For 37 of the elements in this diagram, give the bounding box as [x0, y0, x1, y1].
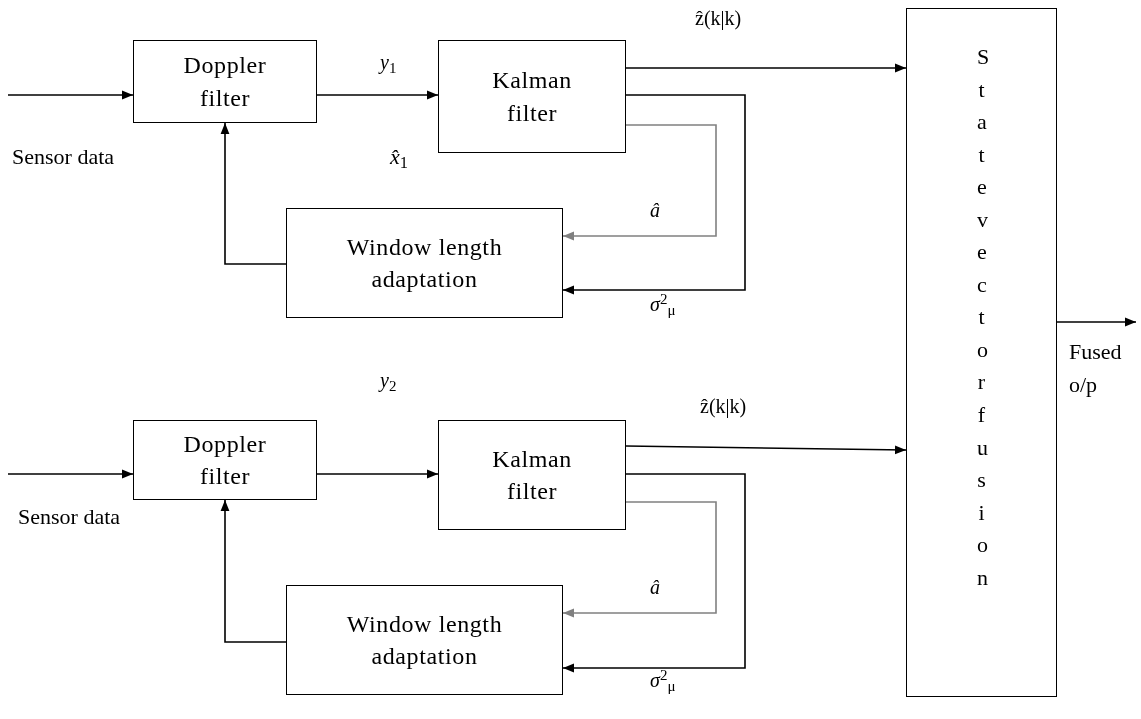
arrow [316, 469, 439, 479]
box-label: Doppler filter [182, 429, 268, 491]
arrow [562, 501, 717, 618]
process-box [438, 420, 626, 530]
arrow [562, 473, 746, 673]
arrow [220, 122, 287, 265]
arrow [625, 445, 907, 455]
box-label: Kalman filter [491, 444, 573, 506]
text-label: Sensor data [12, 143, 116, 171]
edge-label: â [650, 200, 660, 220]
process-box [906, 8, 1057, 697]
text-label: x̂$_{1}$ [390, 143, 409, 173]
arrow [562, 124, 717, 241]
box-label: Kalman filter [491, 66, 573, 128]
arrow [220, 499, 287, 643]
process-box [133, 420, 317, 500]
text-label: Fused o/p [1069, 338, 1123, 399]
edge-label: ẑ(k|k) [700, 396, 747, 416]
arrow [562, 94, 746, 295]
arrow [316, 90, 439, 100]
process-box [286, 208, 563, 318]
process-box [438, 40, 626, 153]
box-label: Window length adaptation [345, 232, 504, 294]
edge-label: â [650, 577, 660, 597]
arrow [7, 469, 134, 479]
box-label: Window length adaptation [345, 609, 504, 671]
arrow [1056, 317, 1137, 327]
process-box [133, 40, 317, 123]
edge-label: y$_{1}$ [380, 52, 397, 72]
text-label: Sensor data [18, 503, 122, 531]
arrow [625, 63, 907, 73]
process-box [286, 585, 563, 695]
edge-label: y$_{2}$ [380, 370, 397, 390]
arrow [7, 90, 134, 100]
box-label: State vector fusion [977, 43, 986, 592]
box-label: Doppler filter [182, 51, 268, 113]
edge-label: ẑ(k|k) [695, 8, 742, 28]
